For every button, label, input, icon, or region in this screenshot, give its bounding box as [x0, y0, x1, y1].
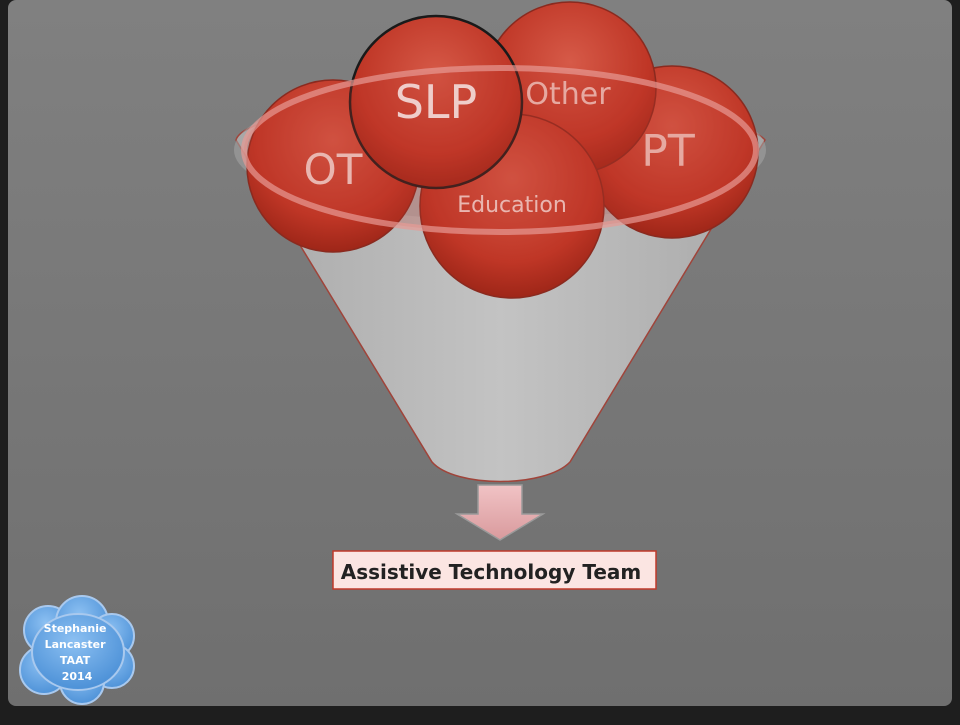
ot-label: OT: [304, 145, 363, 194]
svg-text:Stephanie Lancaster: Stephanie Lancaster TAAT 2014: [44, 622, 111, 683]
credit-cloud: Stephanie Lancaster TAAT 2014: [19, 595, 135, 705]
slp-label: SLP: [395, 75, 478, 129]
circle-slp: SLP: [348, 14, 524, 190]
education-label: Education: [457, 193, 567, 218]
other-label: Other: [525, 77, 611, 112]
result-label: Assistive Technology Team: [341, 560, 641, 584]
down-arrow-icon: [454, 484, 546, 541]
credit-year: 2014: [62, 670, 93, 683]
funnel-rim-band: [241, 65, 759, 235]
credit-name-first: Stephanie: [44, 622, 107, 635]
result-label-box: Assistive Technology Team: [332, 550, 657, 590]
credit-org: TAAT: [60, 654, 91, 667]
credit-name-last: Lancaster: [45, 638, 106, 651]
pt-label: PT: [641, 126, 695, 177]
